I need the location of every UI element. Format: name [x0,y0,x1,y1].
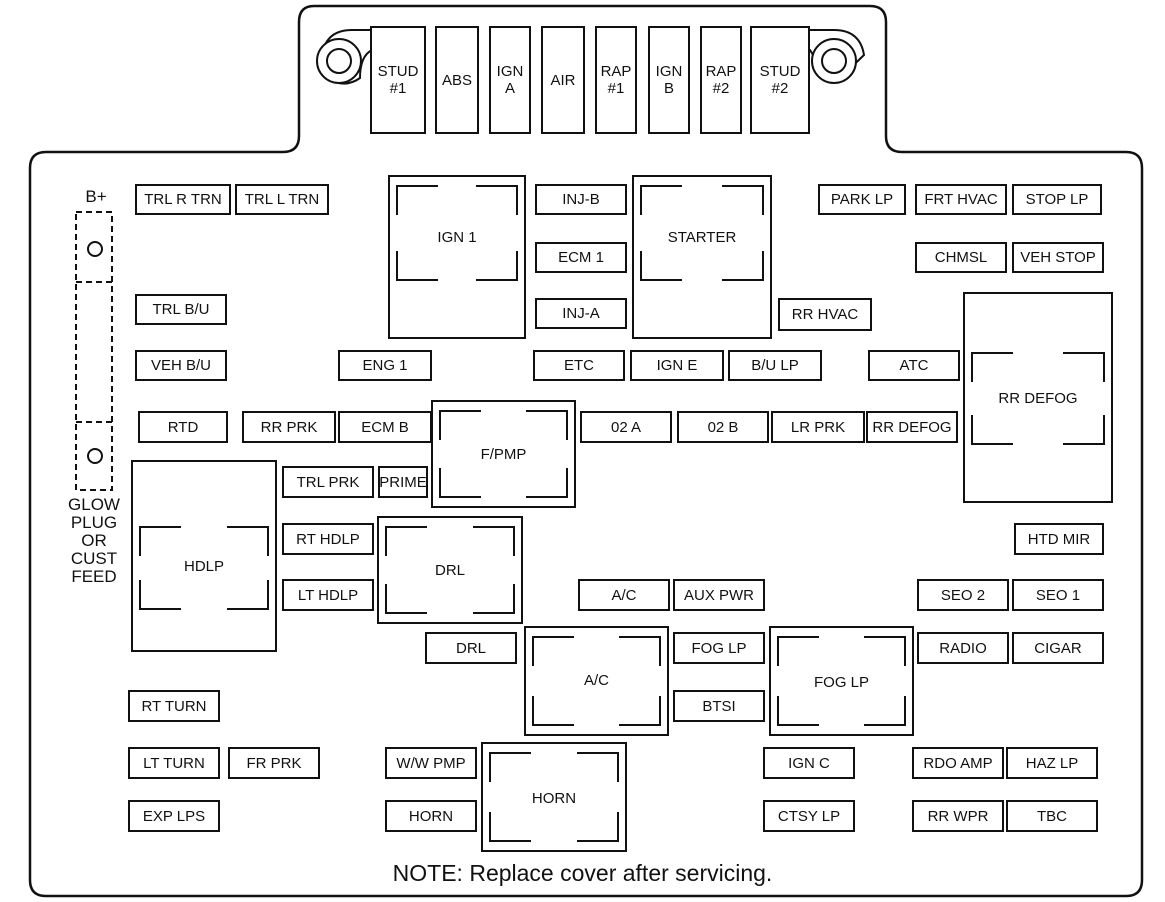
fuse-ctsy-lp: CTSY LP [763,800,855,832]
fuse-ign-c: IGN C [763,747,855,779]
fuse-tbc: TBC [1006,800,1098,832]
fuse-prime: PRIME [378,466,428,498]
fuse-rr-hvac: RR HVAC [778,298,872,331]
relay-fpmp-label: F/PMP [480,446,527,463]
fuse-haz-lp: HAZ LP [1006,747,1098,779]
fuse-chmsl: CHMSL [915,242,1007,273]
glow-plug-label: GLOW PLUG OR CUST FEED [68,495,120,586]
fuse-trl-bu: TRL B/U [135,294,227,325]
fuse-aux-pwr: AUX PWR [673,579,765,611]
relay-ac-label: A/C [583,672,609,689]
fuse-ign-e: IGN E [630,350,724,381]
fuse-etc: ETC [533,350,625,381]
fuse-abs: ABS [435,26,479,134]
fuse-rr-prk: RR PRK [242,411,336,443]
fuse-ww-pmp: W/W PMP [385,747,477,779]
fuse-park-lp: PARK LP [818,184,906,215]
fuse-ecm-1: ECM 1 [535,242,627,273]
mount-ear-left [316,29,373,85]
fuse-o2-b: 02 B [677,411,769,443]
b-plus-label: B+ [85,187,107,206]
fuse-rr-wpr: RR WPR [912,800,1004,832]
fuse-trl-prk: TRL PRK [282,466,374,498]
fuse-trl-l-trn: TRL L TRN [235,184,329,215]
fuse-fog-lp: FOG LP [673,632,765,664]
relay-rr-defog-label: RR DEFOG [998,390,1078,407]
relay-starter: STARTER [632,175,772,339]
fuse-inj-b: INJ-B [535,184,627,215]
fuse-rt-hdlp: RT HDLP [282,523,374,555]
fuse-ecm-b: ECM B [338,411,432,443]
fuse-rdo-amp: RDO AMP [912,747,1004,779]
fuse-stop-lp: STOP LP [1012,184,1102,215]
fuse-eng-1: ENG 1 [338,350,432,381]
fuse-drl: DRL [425,632,517,664]
glow-plug-dashed-block [75,211,113,491]
relay-ign-1-label: IGN 1 [437,229,477,246]
relay-ac: A/C [524,626,669,736]
fuse-horn: HORN [385,800,477,832]
relay-fog-lp-label: FOG LP [813,674,869,691]
relay-horn-label: HORN [531,790,577,807]
service-note: NOTE: Replace cover after servicing. [392,860,773,886]
relay-drl-label: DRL [434,562,465,579]
fuse-exp-lps: EXP LPS [128,800,220,832]
relay-fpmp: F/PMP [431,400,576,508]
relay-drl: DRL [377,516,523,624]
fuse-veh-bu: VEH B/U [135,350,227,381]
fuse-rt-turn: RT TURN [128,690,220,722]
fuse-trl-r-trn: TRL R TRN [135,184,231,215]
relay-starter-label: STARTER [667,229,737,246]
fuse-seo-1: SEO 1 [1012,579,1104,611]
fuse-stud-2: STUD#2 [750,26,810,134]
relay-fog-lp: FOG LP [769,626,914,736]
fuse-btsi: BTSI [673,690,765,722]
relay-hdlp-label: HDLP [183,558,224,575]
fuse-rap-2: RAP#2 [700,26,742,134]
relay-rr-defog: RR DEFOG [963,292,1113,503]
fuse-cigar: CIGAR [1012,632,1104,664]
fuse-radio: RADIO [917,632,1009,664]
fuse-stud-1: STUD#1 [370,26,426,134]
fuse-rap-1: RAP#1 [595,26,637,134]
fuse-ac: A/C [578,579,670,611]
fuse-bu-lp: B/U LP [728,350,822,381]
fuse-o2-a: 02 A [580,411,672,443]
fuse-htd-mir: HTD MIR [1014,523,1104,555]
relay-horn: HORN [481,742,627,852]
fuse-atc: ATC [868,350,960,381]
fuse-lt-hdlp: LT HDLP [282,579,374,611]
relay-ign-1: IGN 1 [388,175,526,339]
fuse-veh-stop: VEH STOP [1012,242,1104,273]
fuse-rtd: RTD [138,411,228,443]
relay-hdlp: HDLP [131,460,277,652]
fuse-inj-a: INJ-A [535,298,627,329]
fuse-fr-prk: FR PRK [228,747,320,779]
fuse-rr-defog: RR DEFOG [866,411,958,443]
fuse-lt-turn: LT TURN [128,747,220,779]
fuse-lr-prk: LR PRK [771,411,865,443]
fuse-air: AIR [541,26,585,134]
fuse-seo-2: SEO 2 [917,579,1009,611]
fuse-frt-hvac: FRT HVAC [915,184,1007,215]
